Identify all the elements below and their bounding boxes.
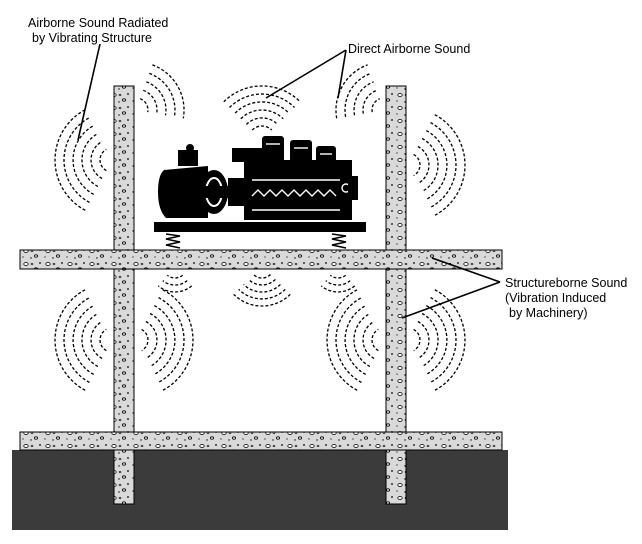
wave-arc: [233, 293, 291, 307]
wave-arc: [158, 297, 185, 383]
wave-arc: [371, 328, 379, 352]
wave-arc: [251, 125, 273, 131]
wave-arc: [223, 85, 301, 103]
wave-arc: [329, 274, 347, 279]
wave-arc: [149, 72, 176, 117]
wave-arc: [425, 130, 448, 200]
wave-arc: [229, 93, 295, 108]
wave-arc: [157, 285, 193, 293]
wave-arc: [335, 64, 368, 119]
wave-arc: [417, 320, 430, 360]
right-column: [385, 85, 407, 505]
label-structureborne-line1: Structureborne Sound: [505, 276, 628, 290]
wave-arc: [371, 98, 381, 113]
wave-arc: [248, 278, 276, 286]
wave-arc: [243, 283, 281, 293]
wave-arc: [99, 328, 107, 352]
wave-arc: [430, 297, 457, 383]
leader-lines: [77, 43, 501, 319]
wave-arc: [326, 289, 358, 391]
wave-arc: [413, 153, 421, 177]
right-spring: [331, 233, 347, 249]
wave-arc: [54, 109, 86, 211]
label-structureborne-line2: (Vibration Induced: [505, 291, 607, 305]
upper-floor-slab: [19, 249, 503, 270]
wave-arc: [434, 114, 466, 216]
wave-arc: [362, 320, 375, 360]
wave-arc: [413, 328, 421, 352]
wave-arc: [90, 140, 103, 180]
wave-arc: [72, 125, 95, 195]
wave-arc: [72, 305, 95, 375]
label-direct-airborne: Direct Airborne Sound: [348, 42, 470, 57]
wave-arc: [344, 72, 371, 117]
wave-arc: [63, 117, 90, 203]
wave-arc: [353, 81, 374, 116]
wave-arc: [240, 109, 284, 120]
wave-arc: [141, 328, 149, 352]
left-column: [113, 85, 135, 505]
wave-arc: [253, 274, 271, 279]
wave-arc: [425, 305, 448, 375]
wave-arc: [421, 137, 439, 193]
wave-arc: [417, 145, 430, 185]
wave-arc: [152, 64, 185, 119]
wave-arc: [90, 320, 103, 360]
wave-arc: [245, 117, 279, 125]
wave-arc: [353, 312, 371, 368]
wave-arc: [139, 98, 149, 113]
wave-arc: [99, 148, 107, 172]
wave-arc: [162, 289, 194, 391]
left-spring: [165, 233, 181, 249]
wave-arc: [54, 289, 86, 391]
wave-arc: [430, 122, 457, 208]
lower-floor-slab: [19, 431, 503, 451]
wave-arc: [162, 280, 188, 286]
wave-arc: [344, 305, 367, 375]
wave-arc: [238, 288, 286, 300]
wave-arc: [145, 320, 158, 360]
wave-arc: [81, 312, 99, 368]
wave-arc: [146, 81, 167, 116]
wave-arc: [63, 297, 90, 383]
wave-arc: [325, 280, 351, 286]
label-structureborne: Structureborne Sound (Vibration Induced …: [505, 276, 627, 321]
wave-arc: [421, 312, 439, 368]
label-airborne-radiated-line1: Airborne Sound Radiated: [28, 16, 169, 30]
sound-waves: [54, 64, 466, 391]
wave-arc: [166, 274, 184, 279]
wave-arc: [142, 89, 158, 114]
wave-arc: [234, 101, 290, 114]
machinery: [154, 136, 366, 249]
ground-slab: [12, 450, 508, 530]
label-structureborne-line3: by Machinery): [509, 306, 588, 320]
wave-arc: [335, 297, 362, 383]
wave-arc: [149, 312, 167, 368]
wave-arc: [362, 89, 378, 114]
label-airborne-radiated-line2: by Vibrating Structure: [32, 31, 152, 45]
wave-arc: [320, 285, 356, 293]
wave-arc: [81, 132, 99, 188]
wave-arc: [434, 289, 466, 391]
wave-arc: [153, 305, 176, 375]
label-airborne-radiated: Airborne Sound Radiated by Vibrating Str…: [28, 16, 168, 46]
label-direct-airborne-text: Direct Airborne Sound: [348, 42, 471, 56]
